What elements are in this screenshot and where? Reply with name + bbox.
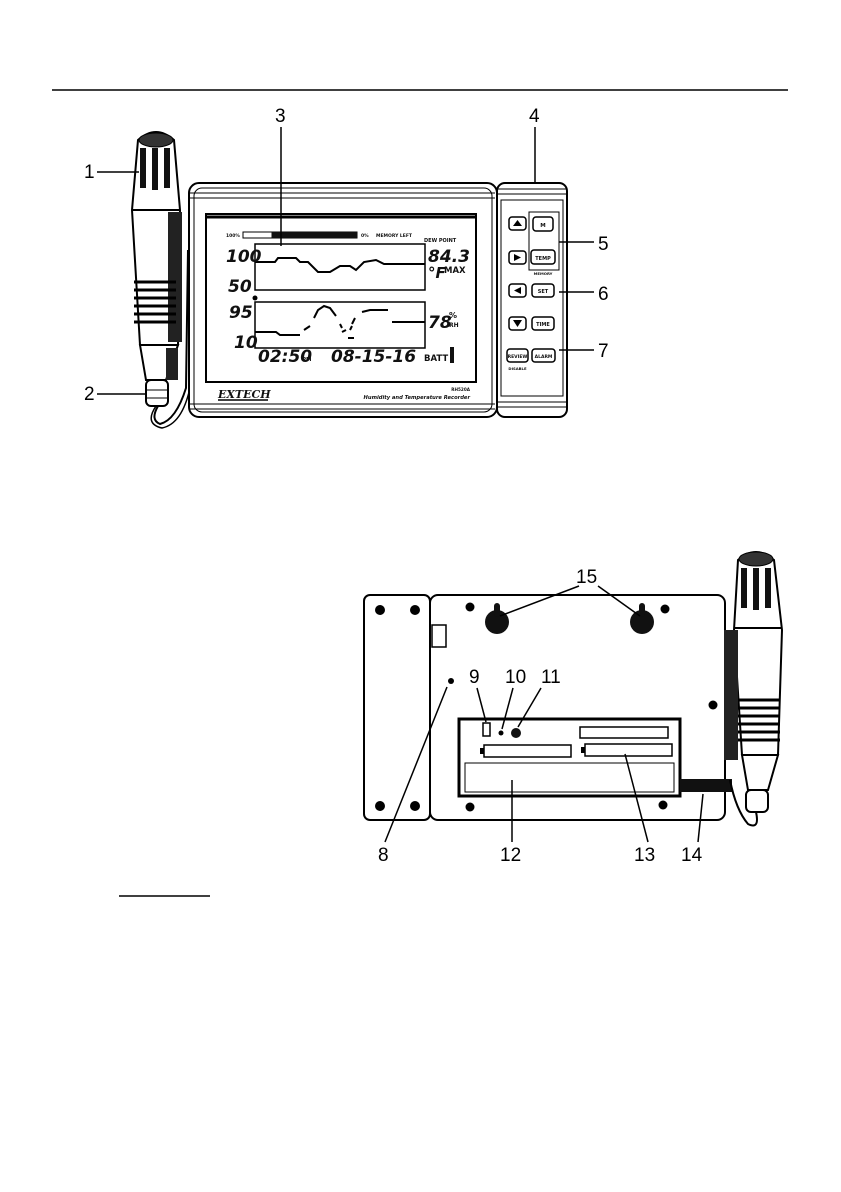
front-view: M TEMP MEMORY SET TIME REVIEW ALARM bbox=[132, 132, 567, 428]
extech-logo: EXTECH bbox=[217, 388, 271, 401]
memory-button-label: M bbox=[540, 223, 545, 229]
max-label: MAX bbox=[444, 266, 466, 276]
down-arrow-button[interactable] bbox=[509, 317, 526, 330]
set-button[interactable]: SET bbox=[532, 284, 554, 297]
callout-4: 4 bbox=[529, 106, 540, 127]
callout-6: 6 bbox=[598, 284, 609, 305]
callout-13: 13 bbox=[634, 845, 655, 866]
memory-caption: MEMORY bbox=[534, 271, 553, 276]
rh-axis-top: 95 bbox=[229, 303, 253, 323]
graph-cursor bbox=[253, 296, 258, 301]
disable-caption: DISABLE bbox=[508, 366, 527, 371]
temp-axis-top: 100 bbox=[226, 247, 262, 267]
callout-7: 7 bbox=[598, 341, 609, 362]
callout-15: 15 bbox=[576, 567, 597, 588]
battery-slot-left bbox=[484, 745, 571, 757]
rear-side-clip bbox=[432, 625, 446, 647]
led-indicator bbox=[499, 731, 504, 736]
product-label: Humidity and Temperature Recorder bbox=[364, 395, 471, 401]
right-arrow-button[interactable] bbox=[509, 251, 526, 264]
connector-jack bbox=[511, 728, 521, 738]
callout-5: 5 bbox=[598, 234, 609, 255]
keypad-panel: M TEMP MEMORY SET TIME REVIEW ALARM bbox=[497, 183, 567, 417]
temp-button-label: TEMP bbox=[535, 256, 551, 262]
memory-pct-label: 100% bbox=[226, 233, 240, 239]
temp-axis-bottom: 50 bbox=[228, 277, 252, 297]
reset-hole bbox=[448, 678, 454, 684]
rear-side-panel bbox=[364, 595, 430, 820]
left-arrow-button[interactable] bbox=[509, 284, 526, 297]
clock-ampm: PM bbox=[302, 357, 312, 363]
battery-slot-right bbox=[585, 744, 672, 756]
callout-10: 10 bbox=[505, 667, 526, 688]
rh-unit-pct: % bbox=[449, 311, 457, 320]
temp-button[interactable]: TEMP bbox=[531, 250, 555, 264]
battery-slot-top bbox=[580, 727, 668, 738]
memory-button[interactable]: M bbox=[533, 217, 553, 231]
callout-14: 14 bbox=[681, 845, 703, 866]
review-button-label: REVIEW bbox=[508, 354, 528, 360]
review-button[interactable]: REVIEW bbox=[507, 349, 528, 362]
battery-icon bbox=[450, 347, 454, 363]
battery-label: BATT bbox=[424, 354, 448, 364]
rear-view bbox=[364, 552, 782, 826]
callout-9: 9 bbox=[469, 667, 480, 688]
recorder-body-front bbox=[189, 183, 497, 417]
rh-unit-rh: RH bbox=[449, 322, 459, 329]
callout-12: 12 bbox=[500, 845, 521, 866]
alarm-button-label: ALARM bbox=[535, 354, 553, 360]
set-button-label: SET bbox=[538, 289, 549, 295]
model-label: RH520A bbox=[451, 387, 470, 392]
time-button[interactable]: TIME bbox=[532, 317, 554, 330]
probe-cable bbox=[680, 779, 732, 792]
sensor-probe-front bbox=[132, 132, 192, 428]
rh-axis-bottom: 10 bbox=[234, 333, 258, 353]
memory-zero-label: 0% bbox=[361, 233, 369, 239]
memory-left-label: MEMORY LEFT bbox=[376, 233, 413, 239]
time-button-label: TIME bbox=[536, 322, 550, 328]
callout-11: 11 bbox=[541, 667, 561, 688]
callout-3: 3 bbox=[275, 106, 286, 127]
battery-cover bbox=[465, 763, 674, 792]
callout-8: 8 bbox=[378, 845, 389, 866]
callout-2: 2 bbox=[84, 384, 95, 405]
alarm-button[interactable]: ALARM bbox=[532, 349, 555, 362]
up-arrow-button[interactable] bbox=[509, 217, 526, 230]
clock-date: 08-15-16 bbox=[331, 347, 416, 367]
memory-bar-fill bbox=[272, 232, 358, 238]
dew-point-label: DEW POINT bbox=[424, 238, 457, 244]
dip-switch bbox=[483, 723, 490, 736]
sensor-probe-rear bbox=[724, 552, 782, 826]
callout-1: 1 bbox=[84, 162, 95, 183]
